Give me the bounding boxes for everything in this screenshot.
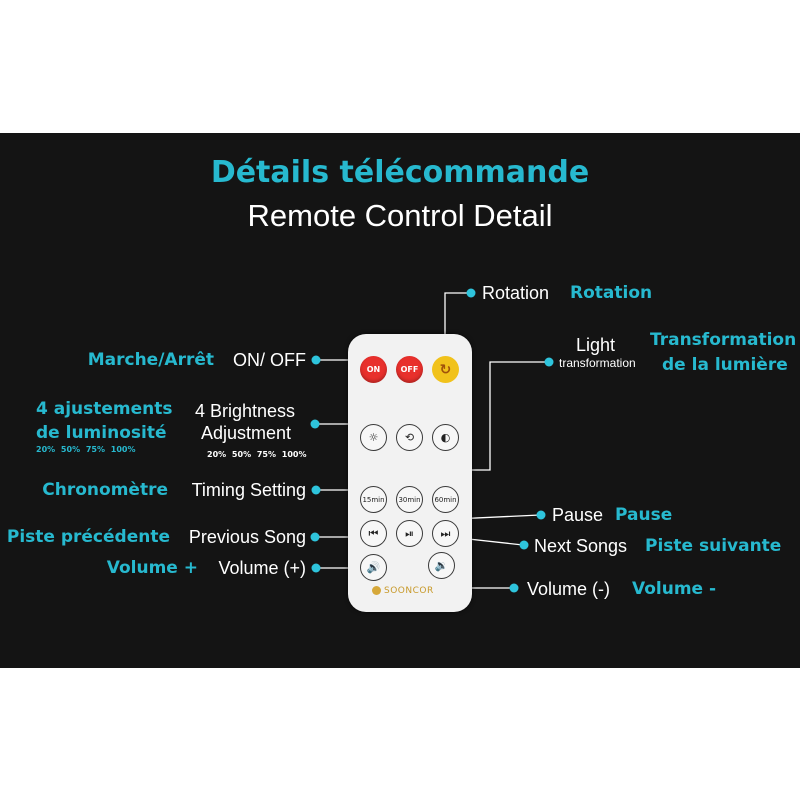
next-label-en: Next Songs [534, 536, 628, 556]
on-button[interactable]: ON [360, 356, 387, 383]
volume-up-label-en: Volume (+) [218, 558, 306, 578]
light-label-fr-line2: de la lumière [662, 355, 788, 375]
rotation-dot [466, 288, 476, 298]
timing-label-fr: Chronomètre [42, 480, 168, 500]
play-pause-button[interactable]: ⏯ [396, 520, 423, 547]
volume-up-label-fr: Volume + [106, 558, 198, 578]
next-song-button[interactable]: ⏭ [432, 520, 459, 547]
light-label-fr-line1: Transformation [650, 330, 797, 350]
rotate-icon: ↻ [439, 361, 452, 378]
brightness-levels-fr: 20% 50% 75% 100% [36, 445, 136, 454]
brand-mark-icon [372, 586, 381, 595]
contrast-button[interactable]: ◐ [432, 424, 459, 451]
volume-down-label-fr: Volume - [632, 579, 717, 599]
light-label-en-line1: Light [576, 335, 616, 355]
onoff-label-en: ON/ OFF [233, 350, 306, 370]
title-english: Remote Control Detail [247, 198, 553, 233]
previous-song-button[interactable]: ⏮ [360, 520, 387, 547]
pause-label-en: Pause [552, 505, 604, 525]
brightness-dot [310, 419, 320, 429]
next-icon: ⏭ [440, 526, 451, 540]
light-label-en-line2: transformation [559, 356, 636, 370]
brightness-label-fr-line2: de luminosité [36, 423, 167, 443]
brightness-label-en-line2: Adjustment [201, 423, 292, 443]
previous-label-en: Previous Song [188, 527, 306, 547]
rotation-button[interactable]: ↻ [432, 356, 459, 383]
volume-down-button[interactable]: 🔉 [428, 552, 455, 579]
pause-dot [536, 510, 546, 520]
light-transformation-button[interactable]: ⟲ [396, 424, 423, 451]
volume-down-dot [509, 583, 519, 593]
timing-label-en: Timing Setting [191, 480, 306, 500]
onoff-dot [311, 355, 321, 365]
volume-up-icon: 🔊 [366, 561, 381, 574]
previous-dot [310, 532, 320, 542]
volume-down-label-en: Volume (-) [527, 579, 611, 599]
brand-logo: SOONCOR [372, 586, 434, 596]
timer-60min-button[interactable]: 60min [432, 486, 459, 513]
timer-30min-button[interactable]: 30min [396, 486, 423, 513]
previous-label-fr: Piste précédente [6, 527, 170, 547]
brightness-label-fr-line1: 4 ajustements [36, 399, 173, 419]
off-button[interactable]: OFF [396, 356, 423, 383]
brand-name: SOONCOR [384, 586, 434, 596]
remote-control: ON OFF ↻ ☼ ⟲ ◐ 15min 30min 60min ⏮ ⏯ ⏭ 🔊… [348, 334, 472, 612]
light-dot [544, 357, 554, 367]
timing-dot [311, 485, 321, 495]
sun-icon: ☼ [368, 431, 379, 444]
contrast-icon: ◐ [440, 431, 451, 444]
cycle-icon: ⟲ [404, 431, 415, 444]
play-pause-icon: ⏯ [405, 526, 414, 540]
timer-15min-button[interactable]: 15min [360, 486, 387, 513]
brightness-levels-en: 20% 50% 75% 100% [207, 450, 307, 459]
volume-down-icon: 🔉 [434, 559, 449, 572]
brightness-button[interactable]: ☼ [360, 424, 387, 451]
title-french: Détails télécommande [210, 155, 590, 190]
next-dot [519, 540, 529, 550]
brightness-label-en-line1: 4 Brightness [195, 401, 296, 421]
previous-icon: ⏮ [368, 526, 379, 540]
rotation-label-fr: Rotation [570, 283, 653, 303]
pause-label-fr: Pause [615, 505, 673, 525]
onoff-label-fr: Marche/Arrêt [87, 350, 214, 370]
rotation-label-en: Rotation [482, 283, 550, 303]
next-label-fr: Piste suivante [645, 536, 782, 556]
volume-up-dot [311, 563, 321, 573]
volume-up-button[interactable]: 🔊 [360, 554, 387, 581]
